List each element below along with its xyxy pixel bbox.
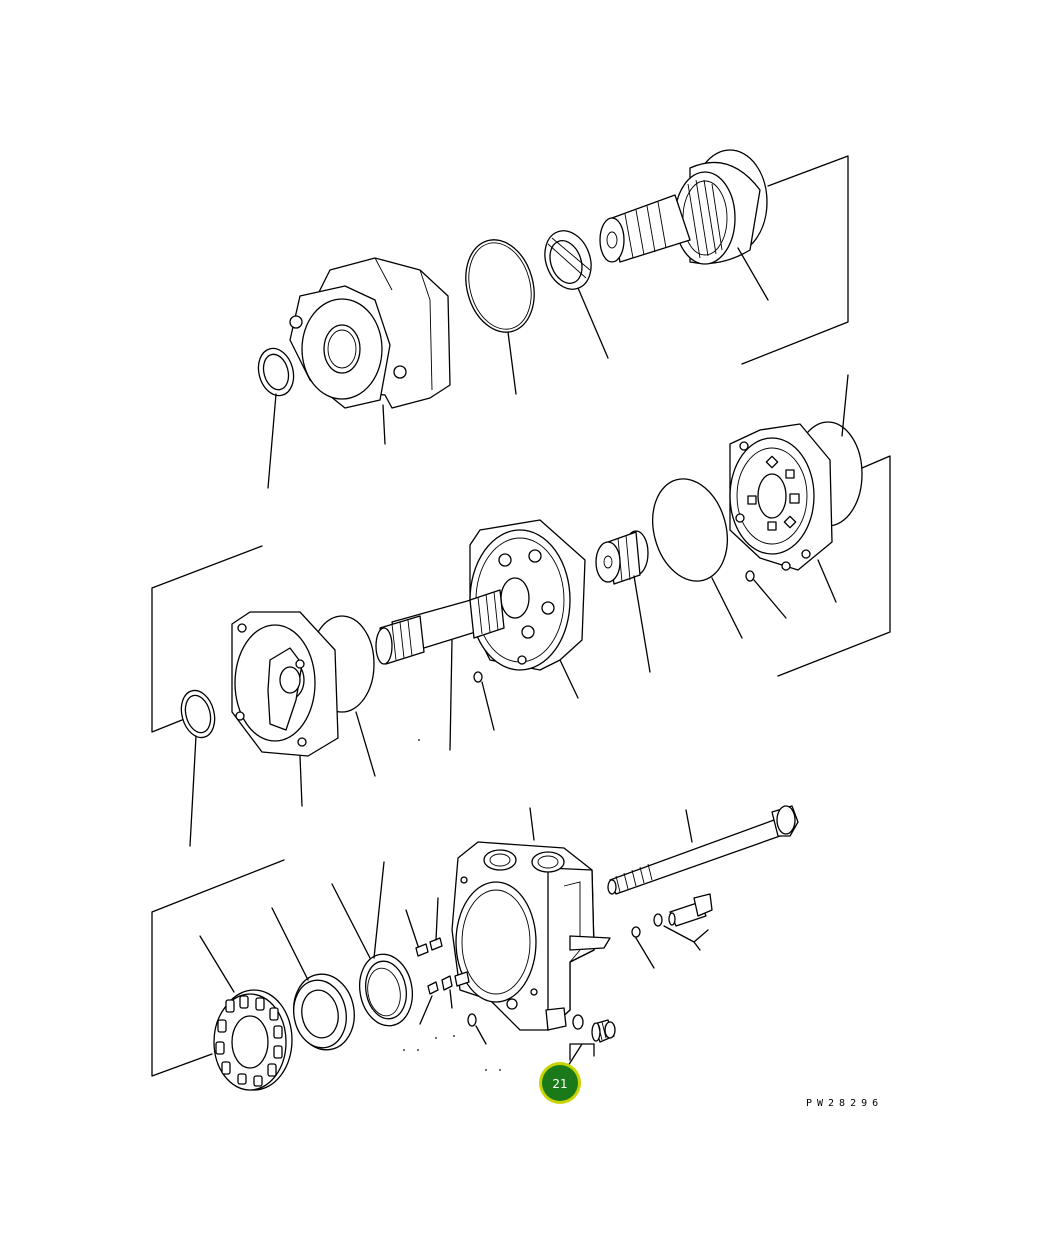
drive-gear xyxy=(596,531,648,584)
pump-body xyxy=(452,842,610,1030)
callout-21-label: 21 xyxy=(552,1077,567,1091)
small-seal-top xyxy=(253,344,298,399)
large-o-ring xyxy=(456,232,544,340)
bearing-seal xyxy=(354,950,418,1030)
collar-ring xyxy=(537,224,599,295)
mid-o-ring xyxy=(642,470,738,589)
drawing-code: PW28296 xyxy=(806,1098,883,1109)
dowel-pins xyxy=(416,938,469,994)
relief-valve xyxy=(654,894,712,926)
middle-assembly-group xyxy=(152,375,890,846)
small-seal-mid xyxy=(176,687,219,742)
output-shaft xyxy=(600,150,767,264)
callout-21[interactable]: 21 xyxy=(539,1062,581,1104)
bearing xyxy=(288,969,360,1054)
callout-21-disc xyxy=(542,1065,578,1101)
front-housing xyxy=(290,258,450,408)
drain-plug xyxy=(573,1015,615,1042)
flange-housing xyxy=(232,612,374,756)
end-cover xyxy=(730,422,862,570)
through-bolt xyxy=(608,806,798,894)
top-assembly-group xyxy=(253,150,848,488)
bottom-assembly-group xyxy=(152,739,798,1090)
roller-cage xyxy=(214,990,292,1090)
splined-shaft xyxy=(376,590,504,664)
